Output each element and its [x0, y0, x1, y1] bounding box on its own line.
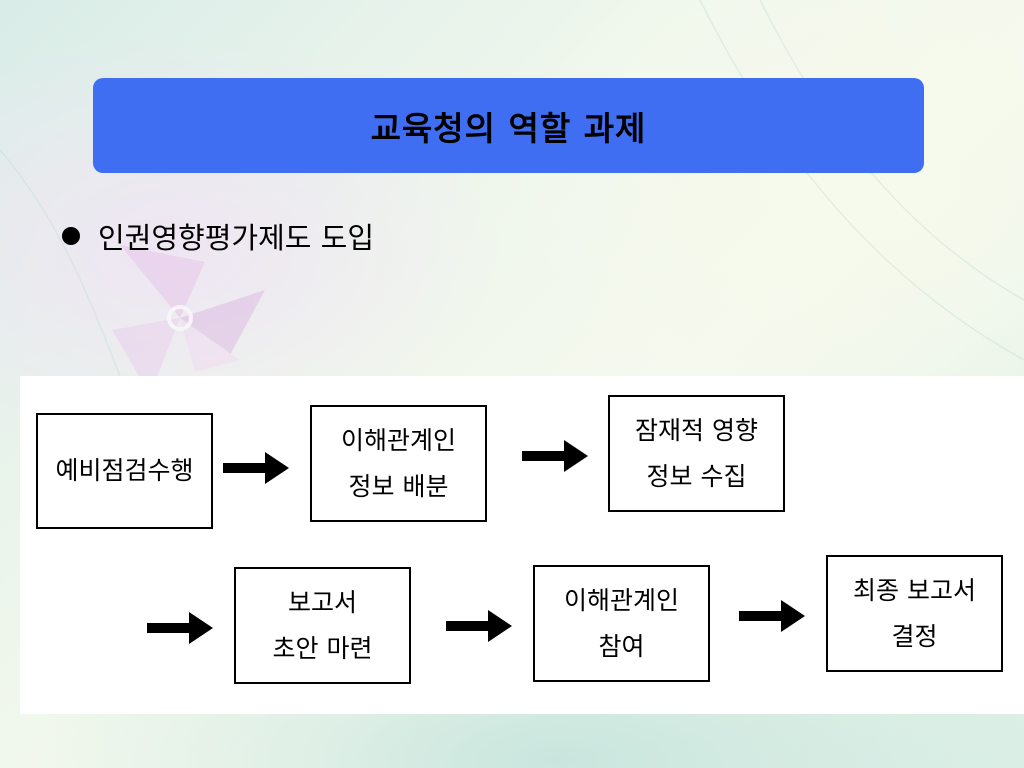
step-label: 초안 마련 [272, 633, 373, 663]
step-final-report-decision: 최종 보고서 결정 [826, 555, 1003, 672]
step-label: 잠재적 영향 [635, 415, 758, 445]
step-label: 이해관계인 [563, 585, 679, 615]
right-arrow-icon [446, 610, 512, 642]
bullet-dot-icon [62, 227, 80, 245]
bullet-text: 인권영향평가제도 도입 [98, 221, 375, 255]
step-label: 이해관계인 [340, 425, 456, 455]
process-diagram: 예비점검수행 이해관계인 정보 배분 잠재적 영향 정보 수집 보고서 초안 마… [20, 376, 1024, 714]
step-label: 최종 보고서 [853, 575, 976, 605]
step-label: 보고서 [287, 587, 357, 617]
pinwheel-decoration-icon [112, 245, 265, 395]
step-label: 참여 [598, 631, 645, 661]
step-label: 결정 [891, 621, 938, 651]
right-arrow-icon [739, 600, 805, 632]
right-arrow-icon [522, 440, 588, 472]
step-label: 정보 배분 [348, 471, 449, 501]
right-arrow-icon [223, 452, 289, 484]
bullet-item: 인권영향평가제도 도입 [62, 213, 374, 259]
step-draft-report: 보고서 초안 마련 [234, 567, 411, 684]
step-impact-info-collection: 잠재적 영향 정보 수집 [608, 395, 785, 512]
step-stakeholder-participation: 이해관계인 참여 [533, 565, 710, 682]
step-label: 예비점검수행 [55, 456, 194, 485]
step-preliminary-check: 예비점검수행 [36, 413, 213, 529]
page-title: 교육청의 역할 과제 [370, 108, 647, 148]
right-arrow-icon [147, 612, 213, 644]
step-stakeholder-info-distribution: 이해관계인 정보 배분 [310, 405, 487, 522]
step-label: 정보 수집 [646, 461, 747, 491]
title-bar: 교육청의 역할 과제 [93, 78, 924, 173]
